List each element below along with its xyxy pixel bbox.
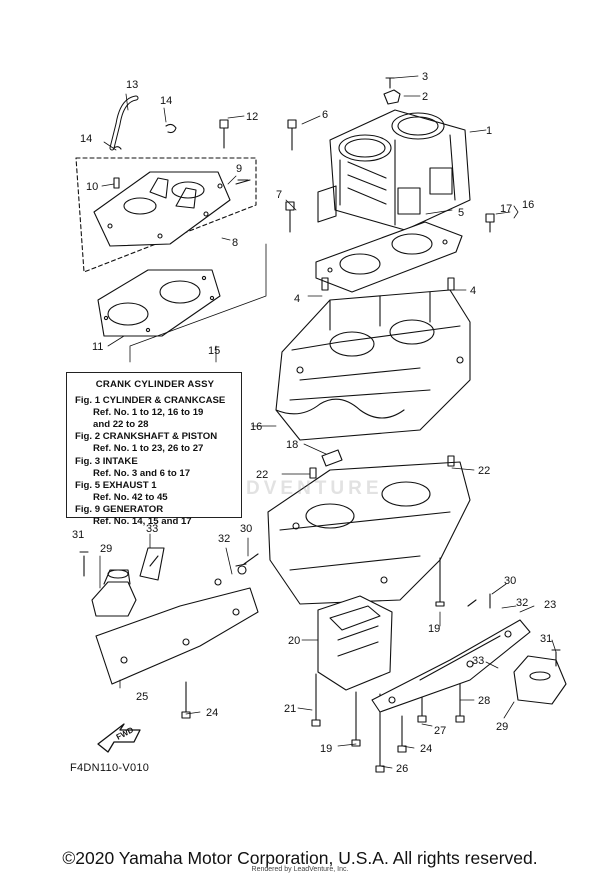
callout-33a: 33 xyxy=(146,523,158,535)
crank-cylinder-info-box: CRANK CYLINDER ASSY Fig. 1 CYLINDER & CR… xyxy=(66,372,242,527)
callout-26: 26 xyxy=(396,763,408,775)
callout-27: 27 xyxy=(434,725,446,737)
cylinder-block-part xyxy=(317,109,471,231)
callout-31a: 31 xyxy=(72,529,84,541)
callout-2: 2 xyxy=(422,91,428,103)
info-line: Ref. No. 14, 15 and 17 xyxy=(93,516,192,528)
info-box-title: CRANK CYLINDER ASSY xyxy=(95,379,215,390)
head-cover-group xyxy=(75,157,257,273)
callout-11: 11 xyxy=(92,341,103,353)
callout-32a: 32 xyxy=(218,533,230,545)
hose-part xyxy=(109,95,177,151)
diagram-reference-code: F4DN110-V010 xyxy=(70,762,150,774)
info-line: and 22 to 28 xyxy=(93,419,149,431)
info-line: Fig. 2 CRANKSHAFT & PISTON xyxy=(75,431,218,443)
callout-31b: 31 xyxy=(540,633,552,645)
callout-labels: 1 2 3 4 4 5 6 7 8 9 10 11 12 13 14 14 15… xyxy=(72,71,556,775)
callout-32b: 32 xyxy=(516,597,528,609)
callout-1: 1 xyxy=(486,125,492,137)
leader-lines xyxy=(99,75,557,769)
info-line: Fig. 1 CYLINDER & CRANKCASE xyxy=(75,395,226,407)
callout-22b: 22 xyxy=(478,465,490,477)
info-line: Fig. 9 GENERATOR xyxy=(75,503,164,515)
callout-15: 15 xyxy=(208,345,220,357)
callout-28: 28 xyxy=(478,695,490,707)
callout-16a: 16 xyxy=(250,421,262,433)
callout-30b: 30 xyxy=(504,575,516,587)
callout-25: 25 xyxy=(136,691,148,703)
copyright-notice: ©2020 Yamaha Motor Corporation, U.S.A. A… xyxy=(62,848,538,868)
info-line: Fig. 3 INTAKE xyxy=(75,455,138,467)
left-engine-mount-part xyxy=(79,547,165,617)
callout-18: 18 xyxy=(286,439,298,451)
callout-7: 7 xyxy=(276,189,282,201)
callout-4b: 4 xyxy=(470,285,476,297)
callout-29b: 29 xyxy=(496,721,508,733)
callout-9: 9 xyxy=(236,163,242,175)
callout-24b: 24 xyxy=(420,743,432,755)
right-engine-mount-part xyxy=(513,649,567,705)
fwd-arrow-icon: FWD xyxy=(97,723,141,753)
info-line: Ref. No. 1 to 23, 26 to 27 xyxy=(93,443,204,455)
cover-plate-part xyxy=(317,595,393,691)
dowel-pin-part xyxy=(321,449,343,467)
callout-24a: 24 xyxy=(206,707,218,719)
callout-21: 21 xyxy=(284,703,296,715)
callout-6: 6 xyxy=(322,109,328,121)
right-bracket-part xyxy=(371,593,531,713)
callout-14a: 14 xyxy=(160,95,172,107)
callout-4a: 4 xyxy=(294,293,300,305)
cylinder-gasket-part xyxy=(315,221,463,293)
upper-crankcase-part xyxy=(275,277,471,441)
head-gasket-part xyxy=(97,269,221,337)
callout-3: 3 xyxy=(422,71,428,83)
info-line: Ref. No. 42 to 45 xyxy=(93,491,168,503)
info-line: Fig. 5 EXHAUST 1 xyxy=(75,479,157,491)
callout-29a: 29 xyxy=(100,543,112,555)
callout-33b: 33 xyxy=(472,655,484,667)
bolts-top xyxy=(113,77,495,233)
callout-20: 20 xyxy=(288,635,300,647)
callout-12: 12 xyxy=(246,111,258,123)
callout-30a: 30 xyxy=(240,523,252,535)
callout-23: 23 xyxy=(544,599,556,611)
callout-8: 8 xyxy=(232,237,238,249)
callout-19b: 19 xyxy=(320,743,332,755)
callout-16b: 16 xyxy=(522,199,534,211)
callout-5: 5 xyxy=(458,207,464,219)
callout-19a: 19 xyxy=(428,623,440,635)
info-line: Ref. No. 1 to 12, 16 to 19 xyxy=(93,407,204,419)
callout-17: 17 xyxy=(500,203,512,215)
callout-14b: 14 xyxy=(80,133,92,145)
rendered-by-credit: Rendered by LeadVenture, Inc. xyxy=(251,866,349,873)
long-bolts xyxy=(181,557,465,773)
callout-22a: 22 xyxy=(256,469,268,481)
callout-13: 13 xyxy=(126,79,138,91)
info-line: Ref. No. 3 and 6 to 17 xyxy=(93,467,191,479)
left-bracket-part xyxy=(95,553,259,685)
callout-10: 10 xyxy=(86,181,98,193)
